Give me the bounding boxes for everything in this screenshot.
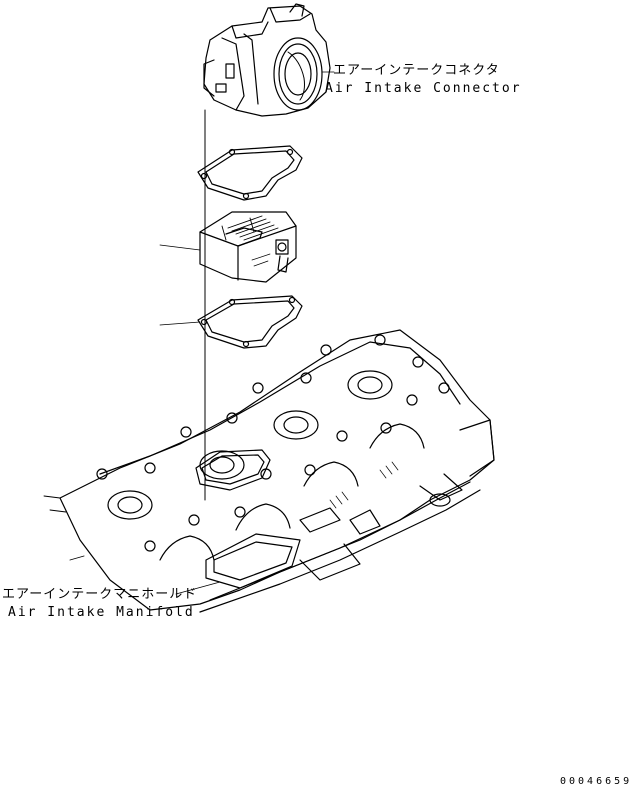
drawing-code-label: 00046659 — [560, 776, 633, 787]
air-intake-connector-part — [203, 3, 331, 117]
intake-manifold-assembly — [43, 329, 495, 613]
lower-gasket-part — [197, 295, 303, 349]
intake-heater-part — [199, 211, 297, 283]
gasket-leader-line — [159, 321, 201, 326]
heater-leader-line — [159, 244, 201, 251]
air-intake-manifold-label: Air Intake Manifold — [8, 605, 195, 620]
air-intake-connector-label: Air Intake Connector — [325, 81, 522, 96]
manifold-leader-line — [175, 581, 221, 595]
air-intake-connector-label-jp: エアーインテークコネクタ — [333, 63, 500, 78]
air-intake-manifold-label-jp: エアーインテークマニホールド — [2, 587, 198, 602]
upper-gasket-part — [197, 145, 303, 201]
